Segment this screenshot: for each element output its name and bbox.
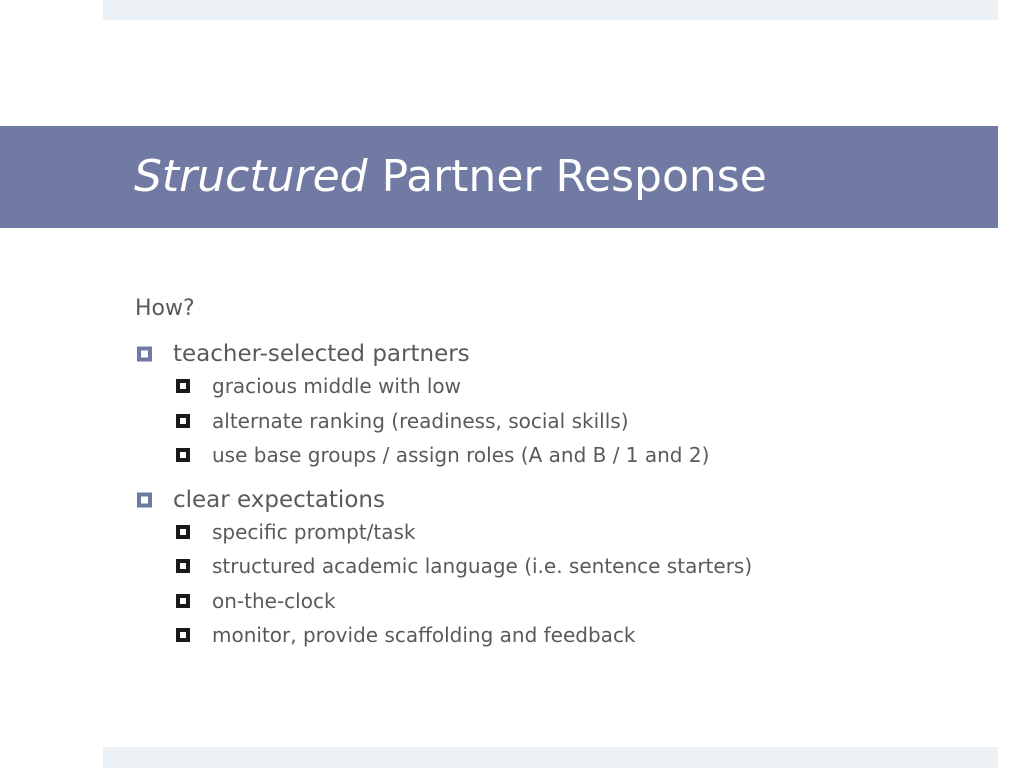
sub-list: gracious middle with low alternate ranki…	[135, 369, 995, 473]
square-bullet-icon	[176, 559, 190, 574]
sub-list-item-label: use base groups / assign roles (A and B …	[212, 443, 710, 468]
slide-title: Structured Partner Response	[134, 149, 767, 205]
square-bullet-icon	[176, 413, 190, 428]
list-item-row: teacher-selected partners	[135, 339, 995, 369]
sub-list-item-label: specific prompt/task	[212, 519, 416, 544]
square-bullet-icon	[176, 593, 190, 608]
sub-list-item-label: structured academic language (i.e. sente…	[212, 554, 753, 579]
top-band	[103, 0, 998, 20]
slide-content: How? teacher-selected partners gracious …	[135, 292, 995, 665]
lead-text: How?	[135, 296, 195, 321]
sub-list-item: structured academic language (i.e. sente…	[173, 549, 995, 584]
sub-list-item: gracious middle with low	[173, 369, 995, 404]
sub-list-item-label: on-the-clock	[212, 588, 336, 613]
sub-list-item-label: monitor, provide scaffolding and feedbac…	[212, 623, 636, 648]
square-bullet-icon	[176, 448, 190, 463]
slide-title-rest: Partner Response	[367, 151, 767, 202]
sub-list: specific prompt/task structured academic…	[135, 515, 995, 653]
square-bullet-icon	[176, 524, 190, 539]
list-item: clear expectations specific prompt/task …	[135, 485, 995, 653]
sub-list-item: specific prompt/task	[173, 515, 995, 550]
title-bar	[0, 126, 998, 228]
sub-list-item: use base groups / assign roles (A and B …	[173, 438, 995, 473]
square-bullet-icon	[137, 346, 152, 362]
list-item-label: teacher-selected partners	[173, 341, 470, 367]
list-item-label: clear expectations	[173, 486, 385, 513]
sub-list-item: monitor, provide scaffolding and feedbac…	[173, 618, 995, 653]
bullet-list: teacher-selected partners gracious middl…	[135, 339, 995, 653]
sub-list-item: alternate ranking (readiness, social ski…	[173, 404, 995, 439]
sub-list-item: on-the-clock	[173, 584, 995, 619]
sub-list-item-label: alternate ranking (readiness, social ski…	[212, 408, 629, 433]
square-bullet-icon	[176, 379, 190, 394]
slide-title-italic: Structured	[134, 151, 368, 202]
list-item-row: clear expectations	[135, 485, 995, 515]
square-bullet-icon	[176, 628, 190, 643]
square-bullet-icon	[137, 492, 152, 507]
sub-list-item-label: gracious middle with low	[212, 374, 462, 399]
list-item: teacher-selected partners gracious middl…	[135, 339, 995, 473]
bottom-band	[103, 747, 998, 768]
